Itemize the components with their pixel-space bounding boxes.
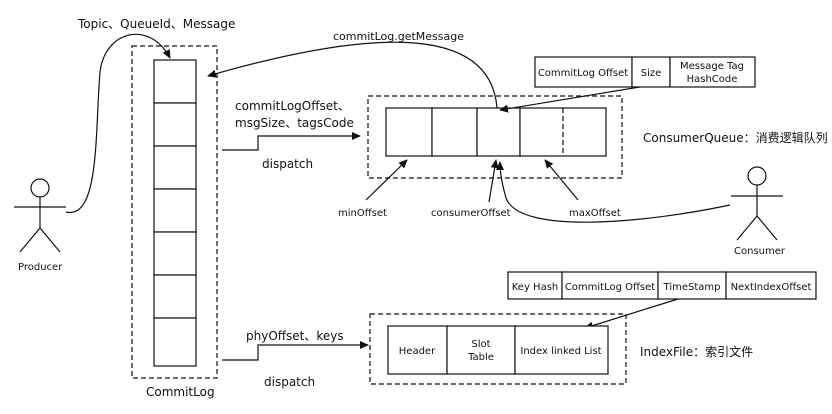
index-file-dashed-frame [369, 313, 627, 385]
consumer-offset-label: consumerOffset [431, 208, 511, 219]
min-offset-arrow [365, 159, 408, 201]
consumer-queue-cell [476, 107, 521, 157]
cq-field-commitlog-offset: CommitLog Offset [538, 68, 628, 79]
commitlog-cell [153, 317, 197, 367]
producer-to-commitlog-arrow [65, 33, 171, 213]
consumer-label: Consumer [734, 246, 786, 257]
commitlog-cell [153, 274, 197, 319]
consumer-queue-cell [431, 107, 478, 157]
cq-field-message-tag: Message Tag [680, 61, 744, 72]
index-slot-table-block [446, 325, 516, 375]
dispatch-index-arrow [222, 341, 369, 361]
index-entry-header: Key Hash CommitLog Offset TimeStamp Next… [507, 271, 817, 300]
consumer-queue-cells [385, 107, 607, 157]
dispatch-index-line1: phyOffset、keys [246, 329, 344, 343]
commitlog-cell [153, 59, 197, 104]
index-field-key-hash: Key Hash [512, 282, 559, 293]
consumer-queue-cell [385, 107, 433, 157]
index-header-text: Header [399, 346, 436, 357]
commitlog-dashed-frame [131, 45, 218, 379]
commitlog-cell [153, 145, 197, 190]
index-field-next-index-offset: NextIndexOffset [731, 282, 812, 293]
producer-message-label: Topic、QueueId、Message [77, 17, 235, 31]
dispatch-index-label: dispatch [264, 375, 315, 389]
consumer-icon [731, 166, 783, 241]
index-field-commitlog-offset: CommitLog Offset [565, 282, 655, 293]
index-file-blocks: Header Slot Table Index linked List [387, 325, 609, 375]
commitlog-cell [153, 102, 197, 147]
consumer-to-offset-arrow [496, 161, 731, 223]
entry-to-queue-arrow [499, 86, 641, 113]
dispatch-consume-arrow [222, 132, 361, 151]
dispatch-consume-line1: commitLogOffset、 [235, 99, 350, 113]
max-offset-label: maxOffset [569, 208, 621, 219]
commitlog-cells [153, 59, 197, 367]
get-message-label: commitLog.getMessage [333, 30, 464, 43]
cq-field-size: Size [641, 68, 662, 79]
index-slot-text-2: Table [467, 352, 494, 363]
consumer-queue-entry-header: CommitLog Offset Size Message Tag HashCo… [534, 56, 756, 88]
commitlog-cell [153, 231, 197, 276]
cq-field-hashcode: HashCode [687, 74, 738, 85]
commitlog-label: CommitLog [146, 385, 215, 399]
dispatch-consume-line2: msgSize、tagsCode [235, 116, 354, 130]
consumer-offset-arrow [488, 159, 499, 203]
index-linked-list-text: Index linked List [520, 346, 601, 357]
entry-to-index-arrow [584, 298, 679, 330]
consumer-queue-label: ConsumerQueue：消费逻辑队列 [643, 130, 828, 145]
producer-label: Producer [18, 262, 63, 273]
commitlog-cell [153, 188, 197, 233]
index-slot-text-1: Slot [471, 339, 490, 350]
index-linked-list-block [514, 325, 609, 375]
dispatch-consume-label: dispatch [262, 157, 313, 171]
get-message-arrow [207, 41, 498, 109]
max-offset-arrow [544, 159, 579, 201]
index-field-timestamp: TimeStamp [663, 282, 721, 293]
producer-icon [14, 178, 66, 253]
index-file-label: IndexFile：索引文件 [640, 344, 753, 359]
min-offset-label: minOffset [338, 208, 387, 219]
